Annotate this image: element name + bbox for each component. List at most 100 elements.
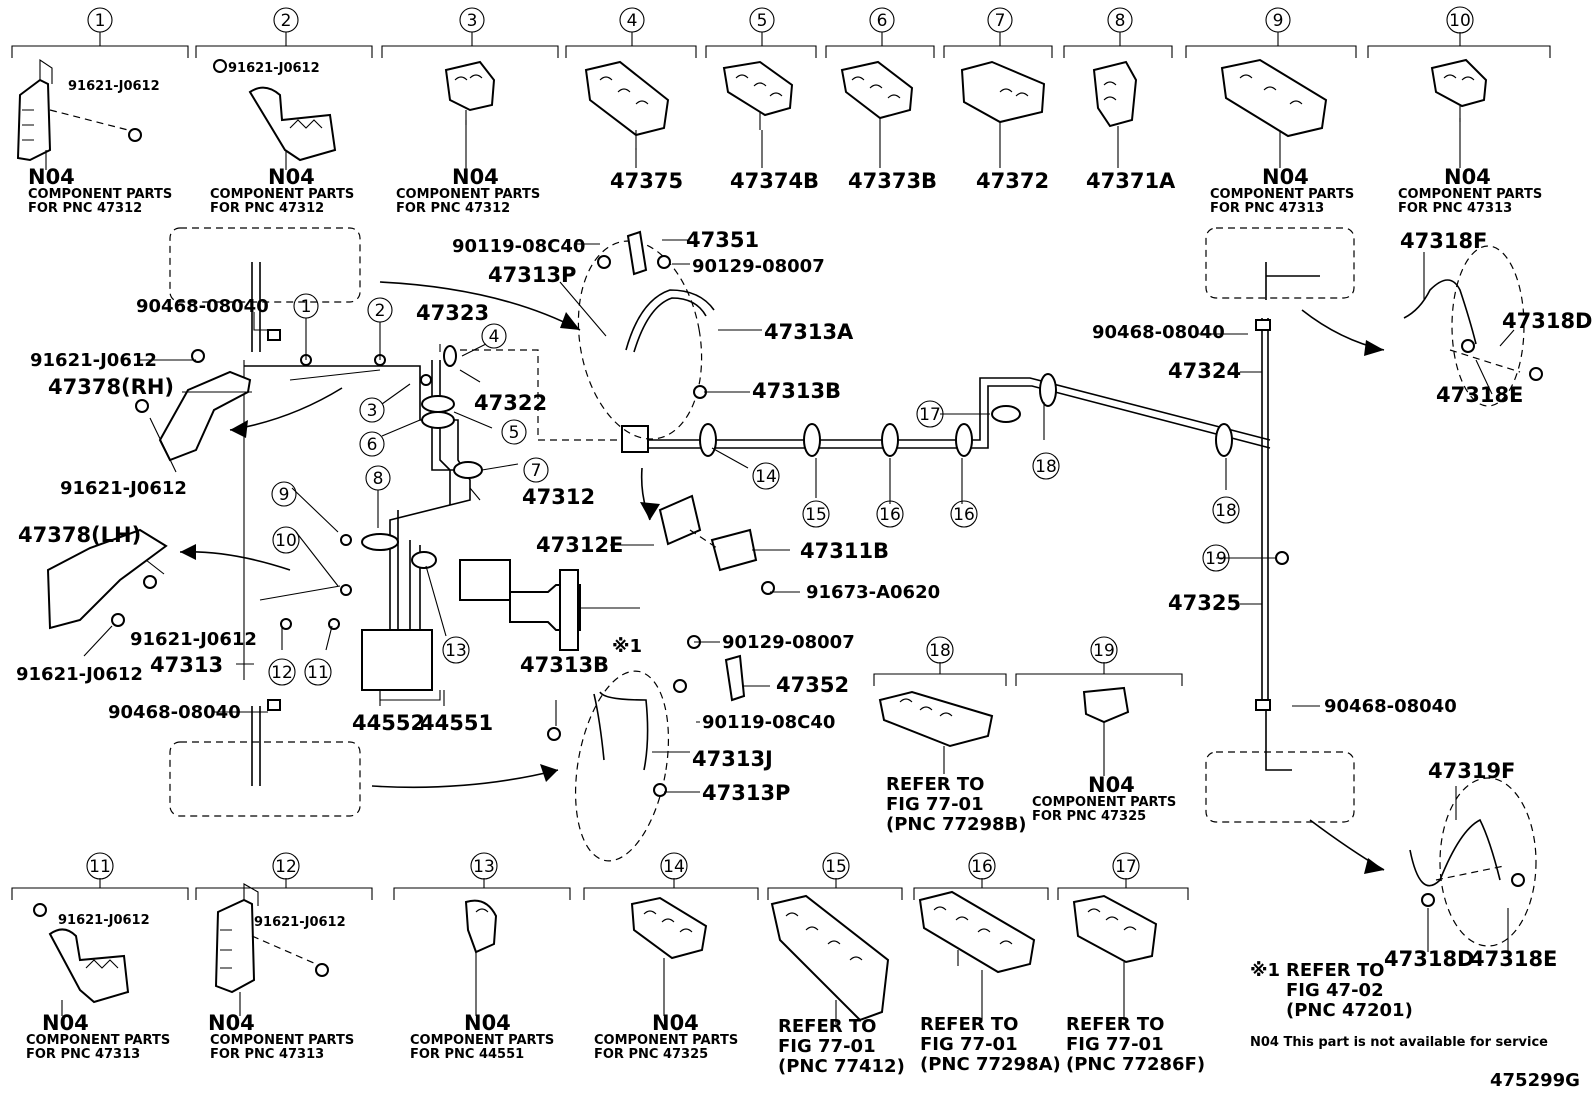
svg-text:17: 17	[919, 405, 941, 425]
ref-fig: FIG 47-02	[1286, 980, 1384, 1001]
top-header-row: 1 2 3 4 5 6 7 8 9 10	[11, 6, 1551, 216]
label-47311b: 47311B	[800, 539, 889, 563]
header-callout-16: 16	[968, 852, 996, 880]
callout-8: 8	[365, 465, 391, 491]
n04-label: N04	[1262, 165, 1309, 189]
component-parts-caption: COMPONENT PARTS	[1398, 187, 1542, 202]
part-number-91621-j0612: 91621-J0612	[58, 913, 150, 928]
callout-5: 5	[501, 419, 527, 445]
n04-label: N04	[42, 1011, 89, 1035]
label-47318e: 47318E	[1470, 947, 1557, 971]
svg-text:3: 3	[367, 401, 378, 421]
callout-2: 2	[367, 297, 393, 323]
svg-text:2: 2	[281, 11, 292, 31]
ref-pnc: (PNC 47201)	[1286, 1000, 1413, 1021]
label-47378-rh: 47378(RH)	[48, 375, 174, 399]
svg-text:14: 14	[663, 857, 685, 877]
n04-label: N04	[208, 1011, 255, 1035]
svg-text:19: 19	[1205, 549, 1227, 569]
component-parts-caption: COMPONENT PARTS	[1210, 187, 1354, 202]
label-47313p: 47313P	[702, 781, 790, 805]
component-parts-caption: COMPONENT PARTS	[410, 1033, 554, 1048]
pnc-label: (PNC 77298A)	[920, 1054, 1061, 1075]
svg-text:5: 5	[509, 423, 520, 443]
component-parts-caption: COMPONENT PARTS	[210, 1033, 354, 1048]
clip-4-sketch	[584, 60, 670, 150]
header-callout-6: 6	[869, 7, 895, 33]
component-parts-caption: COMPONENT PARTS	[28, 187, 172, 202]
svg-text:18: 18	[1215, 501, 1237, 521]
label-47313a: 47313A	[764, 320, 854, 344]
label-90129-08007: 90129-08007	[692, 256, 825, 277]
callout-10: 10	[272, 526, 300, 554]
callout-4: 4	[481, 323, 507, 349]
bottom-header-row: 11 12 13 14 15 16 17 91621-J0612 91621-J…	[11, 852, 1205, 1077]
main-callouts: 1 2 3 4 5 6 7 8 9 10 11 12 13 14 15 16 1…	[268, 293, 1276, 686]
refer-to-label: REFER TO	[1066, 1014, 1164, 1035]
label-47318e: 47318E	[1436, 383, 1523, 407]
callout-18b: 18	[1212, 496, 1240, 524]
svg-text:18: 18	[1035, 457, 1057, 477]
label-47352: 47352	[776, 673, 849, 697]
callout-18a: 18	[1032, 452, 1060, 480]
callout-6: 6	[359, 431, 385, 457]
header-callout-3: 3	[459, 7, 485, 33]
part-number-91621-j0612: 91621-J0612	[254, 915, 346, 930]
main-part-labels: 90119-08C40 4 7 3 5 1 90129-08007 47313P 473…	[16, 228, 1592, 971]
part-number-91621-j0612: 91621-J0612	[68, 79, 160, 94]
refer-to-label: REFER TO	[886, 774, 984, 795]
n04-label: N04	[464, 1011, 511, 1035]
part-number-47371a: 47371A	[1086, 169, 1176, 193]
svg-text:2: 2	[375, 301, 386, 321]
pnc-label: (PNC 77286F)	[1066, 1054, 1205, 1075]
label-47322: 47322	[474, 391, 547, 415]
label-90129-08007: 90129-08007	[722, 632, 855, 653]
label-91621-j0612: 91621-J0612	[60, 478, 187, 499]
svg-text:8: 8	[1115, 11, 1126, 31]
component-parts-caption: COMPONENT PARTS	[594, 1033, 738, 1048]
refer-to-label: REFER TO	[920, 1014, 1018, 1035]
label-91621-j0612: 91621-J0612	[130, 629, 257, 650]
label-47325: 47325	[1168, 591, 1241, 615]
svg-text:13: 13	[445, 641, 467, 661]
clip-bracket-1-sketch	[16, 58, 142, 162]
pnc-caption: FOR PNC 47325	[1032, 809, 1146, 824]
svg-text:11: 11	[89, 857, 111, 877]
label-47312: 47312	[522, 485, 595, 509]
pnc-caption: FOR PNC 47312	[28, 201, 142, 216]
label-90468-08040: 90468-08040	[108, 702, 241, 723]
callout-9: 9	[271, 481, 297, 507]
part-number-47373b: 47373B	[848, 169, 937, 193]
clip-10-sketch	[1430, 58, 1488, 122]
n04-label: N04	[652, 1011, 699, 1035]
label-90119-08c40: 90119-08C40	[452, 236, 585, 257]
header-callout-12: 12	[272, 852, 300, 880]
svg-text:10: 10	[1449, 11, 1471, 31]
header-callout-18: 18	[926, 636, 954, 664]
label-90468-08040: 90468-08040	[1092, 322, 1225, 343]
label-44552: 44552	[352, 711, 425, 735]
clip-bracket-2-sketch	[213, 59, 337, 162]
header-callout-4: 4	[619, 7, 645, 33]
label-47319f: 47319F	[1428, 759, 1515, 783]
header-callout-15: 15	[822, 852, 850, 880]
label-47313b: 47313B	[520, 653, 609, 677]
component-parts-caption: COMPONENT PARTS	[210, 187, 354, 202]
label-90468-08040: 90468-08040	[1324, 696, 1457, 717]
clip-5-sketch	[722, 60, 794, 130]
label-47324: 47324	[1168, 359, 1241, 383]
refer-to-label: REFER TO	[778, 1016, 876, 1037]
svg-text:9: 9	[1273, 11, 1284, 31]
pnc-caption: FOR PNC 44551	[410, 1047, 524, 1062]
center-assembly	[46, 227, 1543, 947]
callout-19: 19	[1202, 544, 1230, 572]
header-callout-8: 8	[1107, 7, 1133, 33]
svg-text:15: 15	[825, 857, 847, 877]
label-44551: 44551	[420, 711, 493, 735]
callout-1: 1	[293, 293, 319, 319]
ref-mark-1: ※1	[612, 636, 642, 657]
svg-text:7: 7	[531, 461, 542, 481]
clip-3-sketch	[444, 60, 496, 125]
svg-text:19: 19	[1093, 641, 1115, 661]
